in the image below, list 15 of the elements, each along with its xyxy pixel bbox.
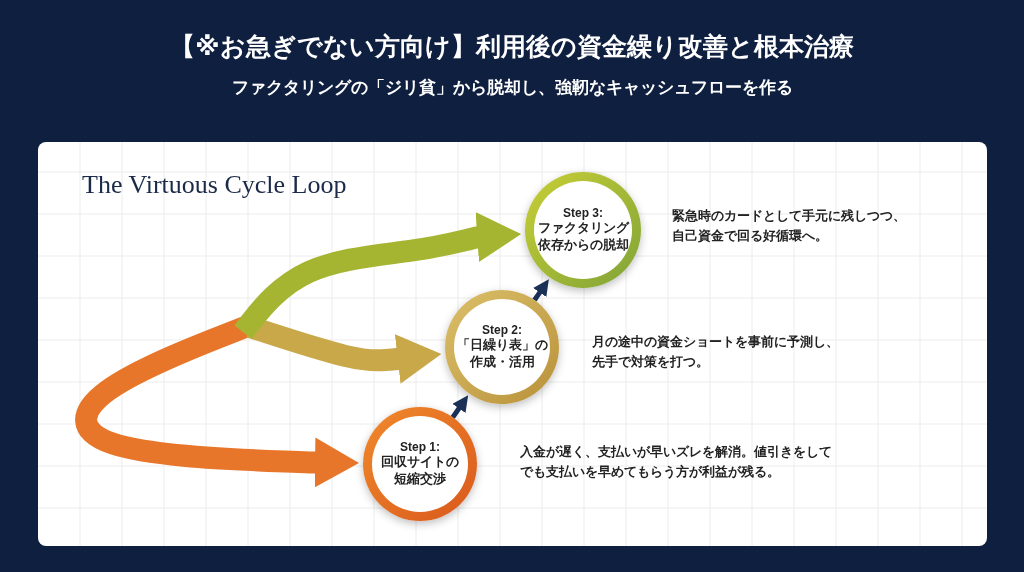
heading: The Virtuous Cycle Loop [82, 170, 347, 200]
step-description: 入金が遅く、支払いが早いズレを解消。値引きをしてでも支払いを早めてもらう方が利益が残る。 [520, 443, 833, 481]
curved-arrow [234, 212, 522, 339]
step-text: ファクタリング依存からの脱却 [536, 220, 630, 254]
step-description: 月の途中の資金ショートを事前に予測し、先手で対策を打つ。 [592, 333, 840, 371]
subtitle: ファクタリングの「ジリ貧」から脱却し、強靭なキャッシュフローを作る [230, 76, 794, 99]
step-text: 「日繰り表」の作成・活用 [455, 337, 549, 371]
step-label: Step 3: [563, 206, 603, 221]
arrow [450, 395, 469, 419]
title: 【※お急ぎでない方向け】利用後の資金繰り改善と根本治療 [169, 31, 855, 63]
step-label: Step 1: [400, 440, 440, 455]
arrow [532, 279, 549, 302]
step-description: 緊急時のカードとして手元に残しつつ、自己資金で回る好循環へ。 [672, 207, 907, 245]
step-label: Step 2: [482, 323, 522, 338]
step-text: 回収サイトの短縮交渉 [380, 454, 460, 488]
